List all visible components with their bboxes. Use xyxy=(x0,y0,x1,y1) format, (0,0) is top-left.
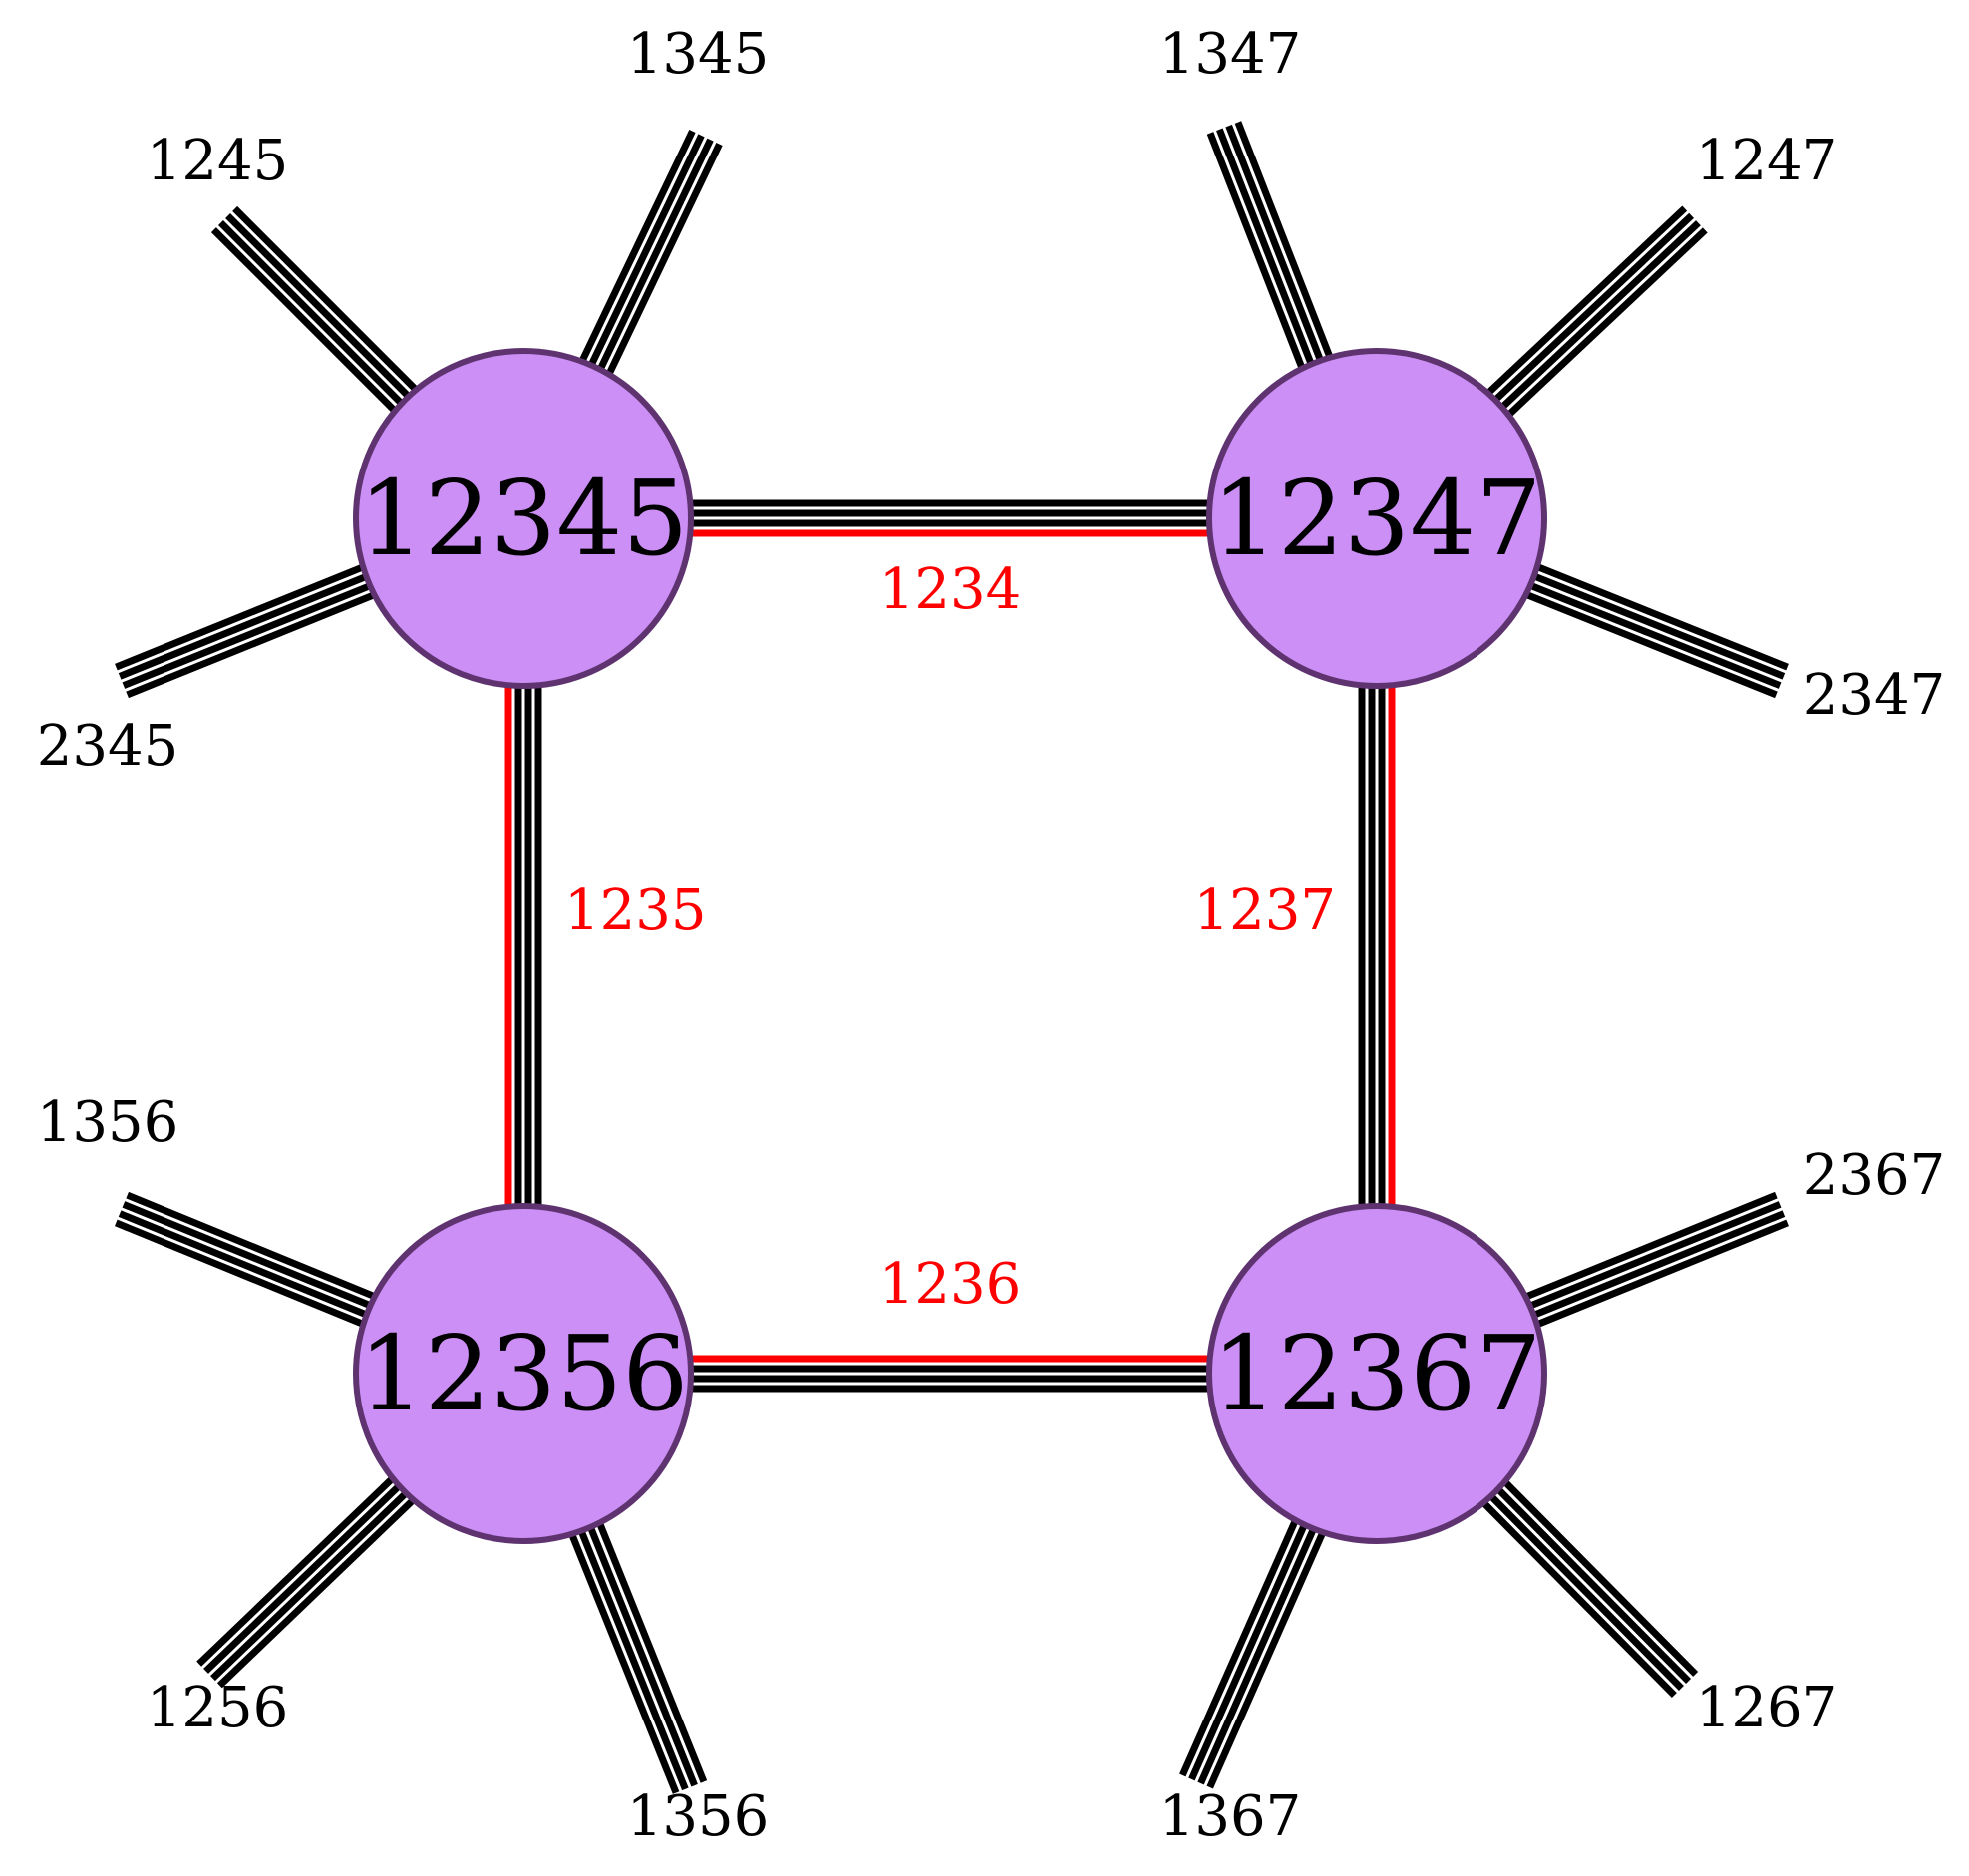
node-label: 12345 xyxy=(359,458,689,579)
leg-label: 1247 xyxy=(1696,129,1838,193)
leg-label: 2367 xyxy=(1804,1143,1946,1208)
leg-label: 2345 xyxy=(37,714,179,779)
node-circle xyxy=(353,348,694,689)
node-label: 12347 xyxy=(1212,458,1542,579)
bond-label: 1236 xyxy=(879,1252,1022,1317)
bond-label: 1237 xyxy=(1193,878,1336,943)
node-circle xyxy=(1206,1203,1547,1544)
tensor-node: 12367 xyxy=(1206,1203,1547,1544)
bond-label: 1234 xyxy=(879,557,1022,622)
leg-label: 1367 xyxy=(1159,1784,1302,1849)
leg-label: 2347 xyxy=(1804,663,1946,728)
leg-label: 1267 xyxy=(1696,1676,1838,1740)
leg-label: 1356 xyxy=(627,1784,770,1849)
node-label: 12356 xyxy=(359,1313,689,1434)
leg-label: 1256 xyxy=(147,1676,289,1740)
node-circle xyxy=(353,1203,694,1544)
tensor-node: 12347 xyxy=(1206,348,1547,689)
leg-label: 1345 xyxy=(627,22,770,87)
leg-label: 1356 xyxy=(37,1091,179,1155)
node-label: 12367 xyxy=(1212,1313,1542,1434)
tensor-node: 12345 xyxy=(353,348,694,689)
tensor-node: 12356 xyxy=(353,1203,694,1544)
bond-label: 1235 xyxy=(564,878,707,943)
node-circle xyxy=(1206,348,1547,689)
leg-label: 1347 xyxy=(1159,22,1302,87)
leg-label: 1245 xyxy=(147,129,289,193)
